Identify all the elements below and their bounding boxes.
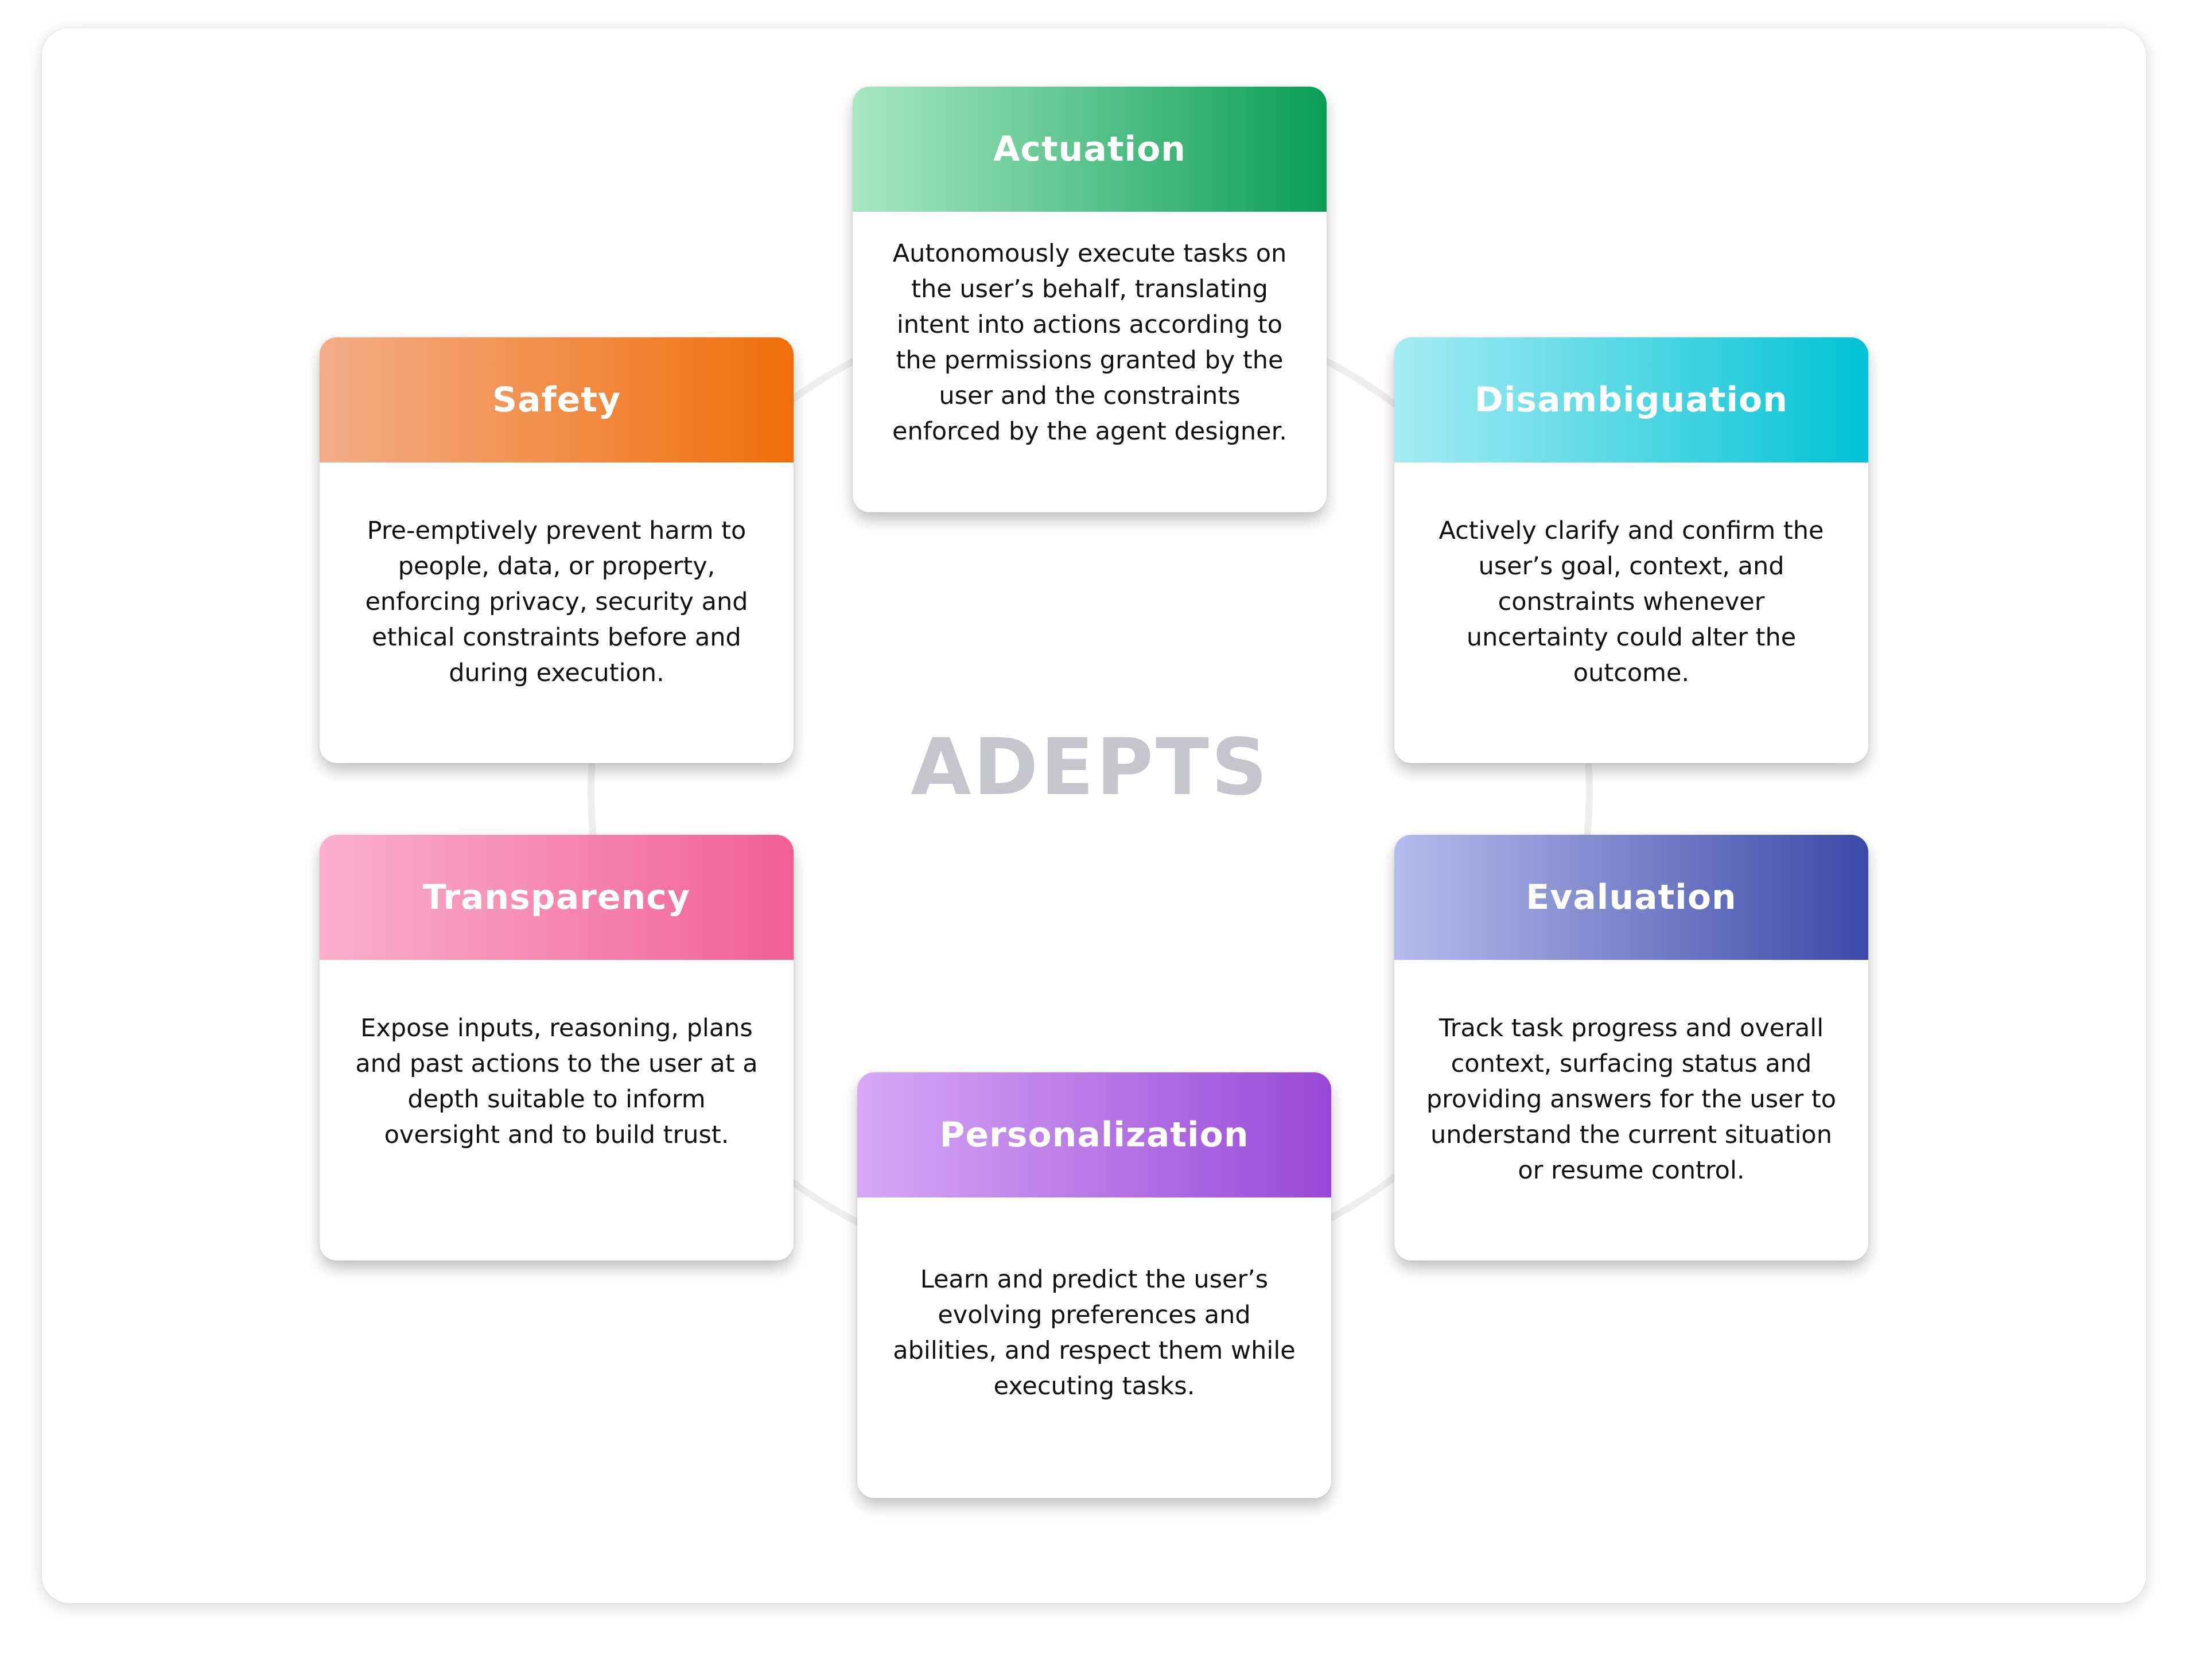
card-disambiguation: Disambiguation Actively clarify and conf… (1394, 337, 1868, 763)
card-transparency: Transparency Expose inputs, reasoning, p… (320, 835, 794, 1261)
card-evaluation: Evaluation Track task progress and overa… (1394, 835, 1868, 1261)
center-title: ADEPTS (911, 722, 1270, 813)
card-actuation-description: Autonomously execute tasks on the user’s… (892, 239, 1287, 446)
card-evaluation-header: Evaluation (1394, 835, 1868, 960)
card-actuation: Actuation Autonomously execute tasks on … (853, 87, 1327, 512)
card-disambiguation-header: Disambiguation (1394, 337, 1868, 462)
card-personalization-header: Personalization (857, 1072, 1331, 1197)
card-evaluation-description: Track task progress and overall context,… (1426, 1014, 1837, 1185)
card-transparency-description: Expose inputs, reasoning, plans and past… (355, 1014, 758, 1149)
card-safety-header: Safety (320, 337, 794, 462)
card-disambiguation-description: Actively clarify and confirm the user’s … (1438, 516, 1824, 687)
card-personalization-description: Learn and predict the user’s evolving pr… (893, 1265, 1296, 1401)
card-safety-description: Pre-emptively prevent harm to people, da… (365, 516, 748, 687)
card-transparency-header: Transparency (320, 835, 794, 960)
card-safety: Safety Pre-emptively prevent harm to peo… (320, 337, 794, 763)
card-personalization: Personalization Learn and predict the us… (857, 1072, 1331, 1498)
card-actuation-header: Actuation (853, 87, 1327, 212)
